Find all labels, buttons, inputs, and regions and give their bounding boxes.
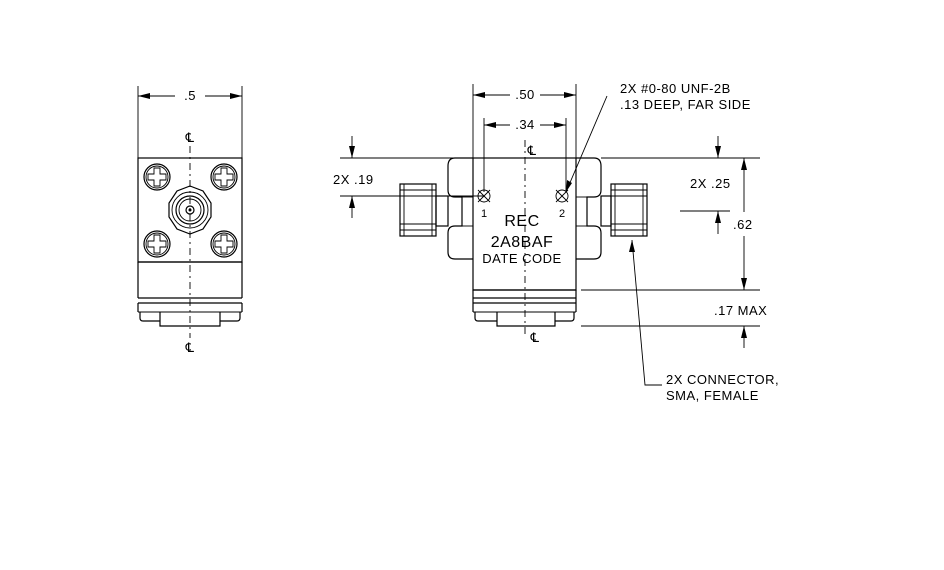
left-sma-connector-icon (399, 183, 449, 237)
centerline-symbol-bottom-right: ℄ (530, 330, 540, 345)
dim-right-offset: 2X .25 (690, 176, 731, 191)
screw-icon (143, 163, 171, 191)
right-sma-connector-icon (600, 183, 648, 237)
dim-height: .62 (733, 217, 753, 232)
dim-body-width: .50 (515, 87, 535, 102)
port-2-label: 2 (559, 208, 565, 220)
centerline-symbol-top-right: ℄ (527, 143, 537, 158)
marking-line-1: REC (504, 213, 539, 230)
port-1-label: 1 (481, 208, 487, 220)
hole-callout-line-2: .13 DEEP, FAR SIDE (620, 97, 751, 112)
centerline-symbol-top-left: ℄ (185, 130, 195, 145)
side-view: .5 ℄ ℄ (137, 86, 243, 355)
connector-callout-leader (631, 239, 662, 386)
hole-callout-line-1: 2X #0-80 UNF-2B (620, 81, 731, 96)
front-view: .50 .34 ℄ ℄ 2X .19 (333, 81, 779, 403)
centerline-symbol-bottom-left: ℄ (185, 340, 195, 355)
screw-icon (143, 230, 171, 258)
dim-side-width: .5 (184, 88, 196, 103)
dim-hole-spacing: .34 (515, 117, 535, 132)
screw-icon (210, 230, 238, 258)
hole-callout-leader (565, 95, 608, 193)
dim-max-extension: .17 MAX (714, 303, 767, 318)
marking-line-3: DATE CODE (482, 251, 561, 266)
screw-icon (210, 163, 238, 191)
marking-line-2: 2A8BAF (491, 234, 554, 251)
connector-callout-line-2: SMA, FEMALE (666, 388, 759, 403)
dim-connector-offset: 2X .19 (333, 172, 374, 187)
port-1-hole-icon (477, 189, 491, 203)
sma-connector-face-icon (168, 185, 212, 235)
connector-callout-line-1: 2X CONNECTOR, (666, 372, 779, 387)
